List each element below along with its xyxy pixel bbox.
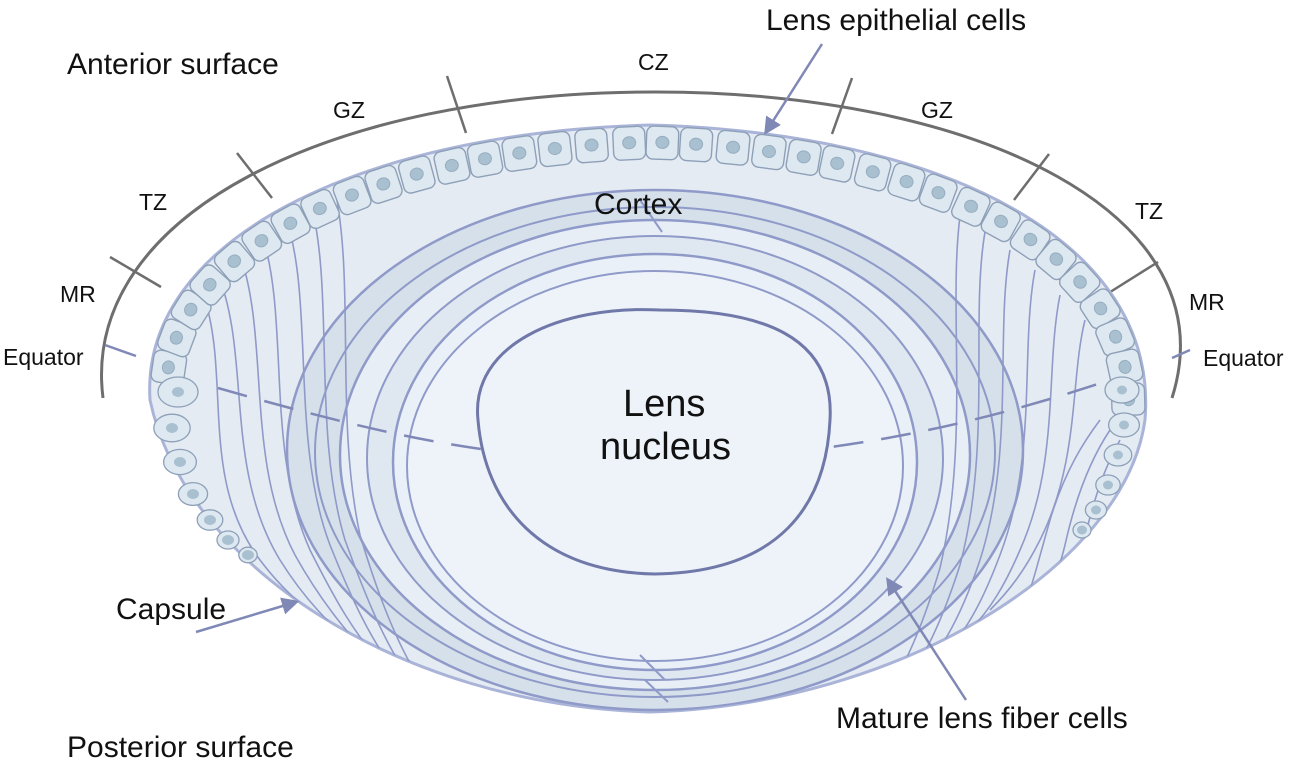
capsule-label: Capsule	[116, 593, 226, 626]
epithelial-cell	[612, 125, 647, 161]
tz-left-label: TZ	[139, 189, 167, 215]
epithelial-cell	[157, 318, 197, 358]
epithelial-cell	[213, 240, 256, 283]
lens-nucleus-label-line2: nucleus	[600, 426, 731, 468]
epithelial-cell	[1009, 219, 1051, 261]
cz-label: CZ	[638, 49, 669, 75]
bow-cell-nucleus	[1091, 505, 1101, 515]
epithelial-cell	[951, 186, 991, 227]
epithelial-cell	[241, 220, 283, 262]
epithelial-cell	[751, 133, 787, 171]
epithelial-cell	[980, 201, 1021, 243]
bow-cell-nucleus	[1077, 525, 1087, 535]
bow-cell-nucleus	[1103, 480, 1113, 490]
capsule-arrow	[195, 597, 300, 634]
mr-left-label: MR	[60, 281, 96, 307]
bow-cell-nucleus	[166, 423, 178, 433]
epithelial-cell	[170, 289, 212, 331]
epithelial-cell	[853, 153, 892, 192]
bow-cell-nucleus	[204, 515, 216, 525]
posterior-surface-label: Posterior surface	[67, 731, 294, 761]
mature-lens-fiber-cells-label: Mature lens fiber cells	[836, 702, 1128, 735]
epithelial-cell	[364, 164, 403, 204]
epithelial-cell	[887, 162, 926, 202]
epithelial-cell	[1035, 238, 1077, 281]
fiber-arrow	[886, 577, 968, 701]
lens-nucleus	[476, 308, 832, 576]
tz-right-label: TZ	[1135, 198, 1163, 224]
cortex-label: Cortex	[594, 188, 682, 221]
epithelial-cell	[645, 125, 680, 161]
epithelial-cell	[715, 129, 751, 166]
lens-epithelial-cells	[150, 125, 1146, 564]
equator-tick-left	[104, 343, 137, 358]
zone-boundary-ticks	[109, 75, 1159, 296]
epithelial-cell	[1105, 348, 1144, 386]
epithelial-cell	[574, 127, 609, 164]
lens-epithelial-cells-label: Lens epithelial cells	[766, 4, 1026, 37]
epithelial-cell	[1058, 261, 1101, 304]
epithelial-cell	[537, 130, 573, 168]
bow-cell-nucleus	[242, 550, 254, 560]
epithelial-cell	[300, 188, 340, 230]
bow-cell-nucleus	[1119, 420, 1129, 430]
anterior-surface-label: Anterior surface	[67, 48, 279, 81]
bow-cell-nucleus	[1117, 385, 1127, 395]
left-elongating-fibers	[204, 189, 426, 689]
zone-arc	[100, 90, 1182, 399]
lens-nucleus-label-line1: Lens	[623, 383, 705, 425]
epithelial-cell	[818, 144, 856, 183]
epithelial-cell	[270, 203, 311, 245]
epithelial-cell	[189, 264, 231, 306]
bow-cell-nucleus	[1113, 450, 1123, 460]
bow-cell-nucleus	[222, 535, 234, 545]
equator-left-label: Equator	[3, 344, 84, 370]
epithelial-arrow	[764, 43, 824, 135]
epithelial-cell	[1095, 317, 1136, 357]
bow-cell-nucleus	[174, 457, 186, 467]
epithelial-cell	[332, 175, 372, 216]
mr-right-label: MR	[1189, 289, 1225, 315]
epithelial-cell	[785, 138, 822, 176]
epithelial-cell	[397, 155, 436, 194]
epithelial-cell	[466, 140, 504, 178]
epithelial-cell	[433, 146, 471, 185]
epithelial-cell	[501, 135, 538, 172]
equator-right-label: Equator	[1203, 345, 1284, 371]
gz-right-label: GZ	[921, 97, 953, 123]
gz-left-label: GZ	[333, 97, 365, 123]
equator-tick-right	[1171, 348, 1191, 360]
epithelial-cell	[918, 173, 958, 213]
bow-cell-nucleus	[187, 489, 199, 499]
bow-cell-nucleus	[172, 387, 184, 397]
epithelial-cell	[678, 126, 714, 163]
